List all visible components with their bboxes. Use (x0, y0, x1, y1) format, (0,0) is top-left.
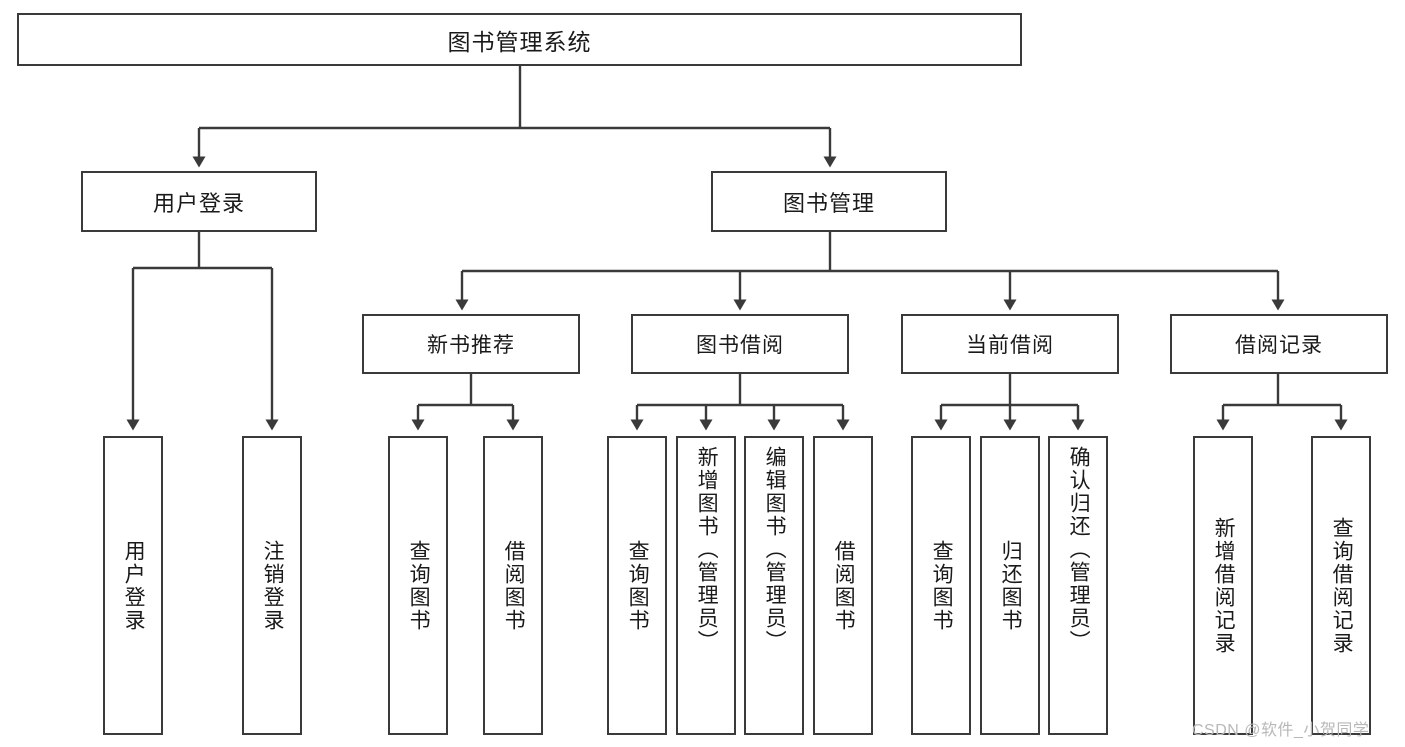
csdn-watermark: CSDN @软件_小贺同学 (1192, 716, 1369, 740)
node-book-borrow-label: 图书借阅 (696, 334, 784, 357)
leaf-label: 查询图书 (930, 539, 954, 632)
leaf-user-login-logout[interactable]: 注销登录 (242, 436, 302, 735)
node-new-book-recommend-label: 新书推荐 (427, 334, 515, 357)
node-root-book-management-system[interactable]: 图书管理系统 (17, 13, 1022, 66)
leaf-new-book-query[interactable]: 查询图书 (388, 436, 448, 735)
node-root-label: 图书管理系统 (447, 28, 592, 55)
leaf-user-login-login[interactable]: 用户登录 (103, 436, 163, 735)
leaf-label: 借阅图书 (502, 539, 526, 632)
node-book-management-label: 图书管理 (782, 190, 875, 216)
leaf-label: 查询图书 (407, 539, 431, 632)
node-book-management[interactable]: 图书管理 (711, 171, 947, 232)
node-user-login-label: 用户登录 (152, 190, 245, 216)
node-user-login[interactable]: 用户登录 (81, 171, 317, 232)
leaf-label: 新增图书（管理员） (695, 446, 719, 653)
node-borrow-record[interactable]: 借阅记录 (1170, 314, 1388, 374)
leaf-label: 用户登录 (122, 539, 146, 632)
leaf-label: 编辑图书（管理员） (763, 446, 787, 653)
node-current-borrow[interactable]: 当前借阅 (901, 314, 1119, 374)
leaf-book-borrow-edit[interactable]: 编辑图书（管理员） (744, 436, 804, 735)
leaf-book-borrow-query[interactable]: 查询图书 (607, 436, 667, 735)
leaf-current-borrow-return[interactable]: 归还图书 (980, 436, 1040, 735)
leaf-book-borrow-add[interactable]: 新增图书（管理员） (676, 436, 736, 735)
node-current-borrow-label: 当前借阅 (966, 334, 1054, 357)
leaf-book-borrow-borrow[interactable]: 借阅图书 (813, 436, 873, 735)
node-new-book-recommend[interactable]: 新书推荐 (362, 314, 580, 374)
leaf-borrow-record-query[interactable]: 查询借阅记录 (1311, 436, 1371, 735)
watermark-text: CSDN @软件_小贺同学 (1192, 722, 1370, 739)
node-book-borrow[interactable]: 图书借阅 (631, 314, 849, 374)
leaf-label: 查询借阅记录 (1330, 516, 1354, 655)
leaf-label: 确认归还（管理员） (1067, 446, 1091, 653)
leaf-current-borrow-query[interactable]: 查询图书 (911, 436, 971, 735)
leaf-current-borrow-confirm-return[interactable]: 确认归还（管理员） (1048, 436, 1108, 735)
leaf-label: 查询图书 (626, 539, 650, 632)
leaf-label: 归还图书 (999, 539, 1023, 632)
leaf-new-book-borrow[interactable]: 借阅图书 (483, 436, 543, 735)
node-borrow-record-label: 借阅记录 (1235, 334, 1323, 357)
leaf-borrow-record-add[interactable]: 新增借阅记录 (1193, 436, 1253, 735)
leaf-label: 新增借阅记录 (1212, 516, 1236, 655)
leaf-label: 注销登录 (261, 539, 285, 632)
leaf-label: 借阅图书 (832, 539, 856, 632)
